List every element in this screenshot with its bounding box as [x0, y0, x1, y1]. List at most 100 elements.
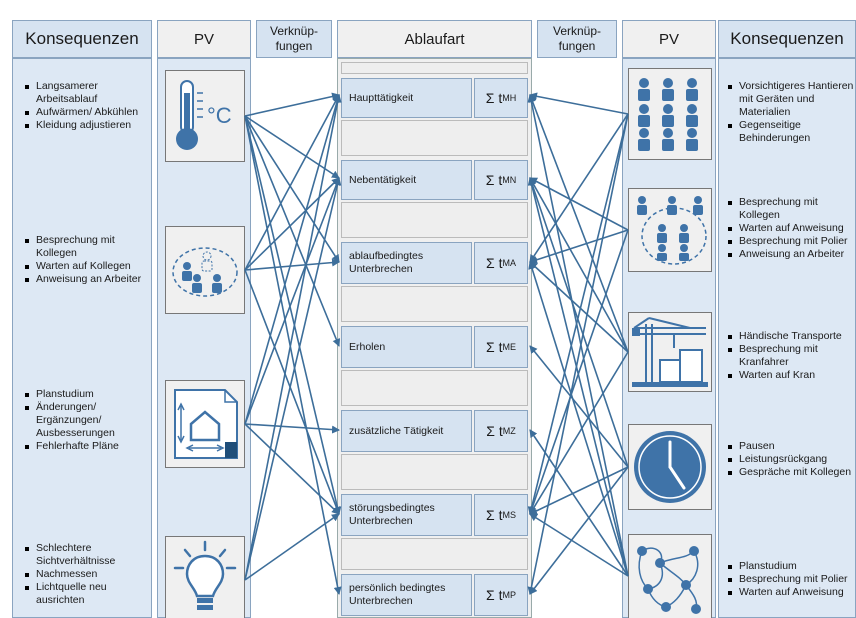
list-item: Besprechung mit Polier: [728, 573, 856, 586]
crowd-icon: [638, 78, 698, 151]
sum-subscript: MS: [502, 510, 516, 520]
left-link-header-line2: fungen: [275, 39, 313, 53]
process-gap: [341, 454, 528, 490]
list-item: Nachmessen: [25, 568, 150, 581]
left-consequences-column: [12, 58, 152, 618]
list-item: Besprechung mit Kollegen: [728, 196, 856, 222]
sum-subscript: MH: [502, 93, 517, 103]
pv-crowd-box: [628, 68, 712, 160]
list-item: Warten auf Anweisung: [728, 222, 856, 235]
process-gap: [341, 286, 528, 322]
activity-persoenlich-bedingtes-unterbrechen: persönlich bedingtes Unterbrechen: [341, 574, 472, 616]
sum-subscript: ME: [502, 342, 516, 352]
right-consequences-list-5: Planstudium Besprechung mit Polier Warte…: [725, 560, 856, 599]
list-item: Besprechung mit Kranfahrer: [728, 343, 856, 369]
sum-subscript: MA: [502, 258, 516, 268]
list-item: Schlechtere Sichtverhältnisse: [25, 542, 150, 568]
activity-nebentaetigkeit: Nebentätigkeit: [341, 160, 472, 200]
clock-icon: [634, 431, 706, 503]
crane-icon: [632, 317, 708, 387]
left-consequences-list-4: Schlechtere Sichtverhältnisse Nachmessen…: [22, 542, 150, 607]
list-item: Warten auf Kollegen: [25, 260, 150, 273]
list-item: Warten auf Anweisung: [728, 586, 856, 599]
right-consequences-column: [718, 58, 856, 618]
sum-symbol: Σ t: [486, 339, 503, 355]
list-item: Änderungen/ Ergänzungen/ Ausbesserungen: [25, 401, 150, 440]
activity-haupttaetigkeit: Haupttätigkeit: [341, 78, 472, 118]
list-item: Planstudium: [25, 388, 150, 401]
activity-zusaetzliche-taetigkeit: zusätzliche Tätigkeit: [341, 410, 472, 452]
list-item: Besprechung mit Polier: [728, 235, 856, 248]
sum-subscript: MZ: [502, 426, 516, 436]
floor-plan-icon: [174, 389, 238, 459]
process-gap: [341, 120, 528, 156]
sum-symbol: Σ t: [486, 507, 503, 523]
sum-symbol: Σ t: [486, 587, 503, 603]
team-circle-icon: [637, 196, 707, 265]
list-item: Leistungsrückgang: [728, 453, 856, 466]
pv-workers-box: [165, 226, 245, 314]
activity-ablaufbedingtes-unterbrechen: ablaufbedingtes Unterbrechen: [341, 242, 472, 284]
left-consequences-list-3: Planstudium Änderungen/ Ergänzungen/ Aus…: [22, 388, 150, 453]
right-link-header-line1: Verknüp-: [552, 24, 602, 38]
right-link-header: Verknüp- fungen: [537, 20, 617, 58]
list-item: Planstudium: [728, 560, 856, 573]
list-item: Besprechung mit Kollegen: [25, 234, 150, 260]
activity-stoerungsbedingtes-unterbrechen: störungsbedingtes Unterbrechen: [341, 494, 472, 536]
worker-group-icon: [172, 247, 238, 297]
thermometer-icon: °C: [176, 80, 232, 150]
pv-light-box: [165, 536, 245, 618]
sum-subscript: MN: [502, 175, 517, 185]
left-consequences-header: Konsequenzen: [12, 20, 152, 58]
list-item: Anweisung an Arbeiter: [728, 248, 856, 261]
process-gap: [341, 62, 528, 74]
left-link-header: Verknüp- fungen: [256, 20, 332, 58]
light-bulb-icon: [173, 540, 237, 610]
sum-symbol: Σ t: [485, 172, 503, 188]
list-item: Händische Transporte: [728, 330, 856, 343]
activity-erholen: Erholen: [341, 326, 472, 368]
right-link-header-line2: fungen: [558, 39, 596, 53]
pv-temperature-box: °C: [165, 70, 245, 162]
right-consequences-list-1: Vorsichtigeres Hantieren mit Geräten und…: [725, 80, 856, 145]
list-item: Warten auf Kran: [728, 369, 856, 382]
pv-team-box: [628, 188, 712, 272]
left-pv-header: PV: [157, 20, 251, 58]
list-item: Aufwärmen/ Abkühlen: [25, 106, 150, 119]
process-gap: [341, 370, 528, 406]
pv-network-box: [628, 534, 712, 618]
sum-symbol: Σ t: [486, 255, 503, 271]
right-consequences-list-3: Händische Transporte Besprechung mit Kra…: [725, 330, 856, 382]
left-consequences-list-2: Besprechung mit Kollegen Warten auf Koll…: [22, 234, 150, 286]
left-consequences-list-1: Langsamerer Arbeitsablauf Aufwärmen/ Abk…: [22, 80, 150, 132]
right-pv-header: PV: [622, 20, 716, 58]
process-header: Ablaufart: [337, 20, 532, 58]
pv-clock-box: [628, 424, 712, 510]
process-gap: [341, 538, 528, 570]
network-icon: [637, 545, 701, 614]
list-item: Lichtquelle neu ausrichten: [25, 581, 150, 607]
list-item: Langsamerer Arbeitsablauf: [25, 80, 150, 106]
list-item: Kleidung adjustieren: [25, 119, 150, 132]
left-link-header-line1: Verknüp-: [269, 24, 319, 38]
pv-crane-box: [628, 312, 712, 392]
sum-symbol: Σ t: [485, 90, 503, 106]
list-item: Pausen: [728, 440, 856, 453]
right-consequences-header: Konsequenzen: [718, 20, 856, 58]
process-gap: [341, 202, 528, 238]
sum-subscript: MP: [502, 590, 516, 600]
right-consequences-list-2: Besprechung mit Kollegen Warten auf Anwe…: [725, 196, 856, 261]
list-item: Gegenseitige Behinderungen: [728, 119, 856, 145]
list-item: Fehlerhafte Pläne: [25, 440, 150, 453]
list-item: Anweisung an Arbeiter: [25, 273, 150, 286]
sum-symbol: Σ t: [486, 423, 503, 439]
thermometer-unit: °C: [207, 103, 232, 128]
right-consequences-list-4: Pausen Leistungsrückgang Gespräche mit K…: [725, 440, 856, 479]
